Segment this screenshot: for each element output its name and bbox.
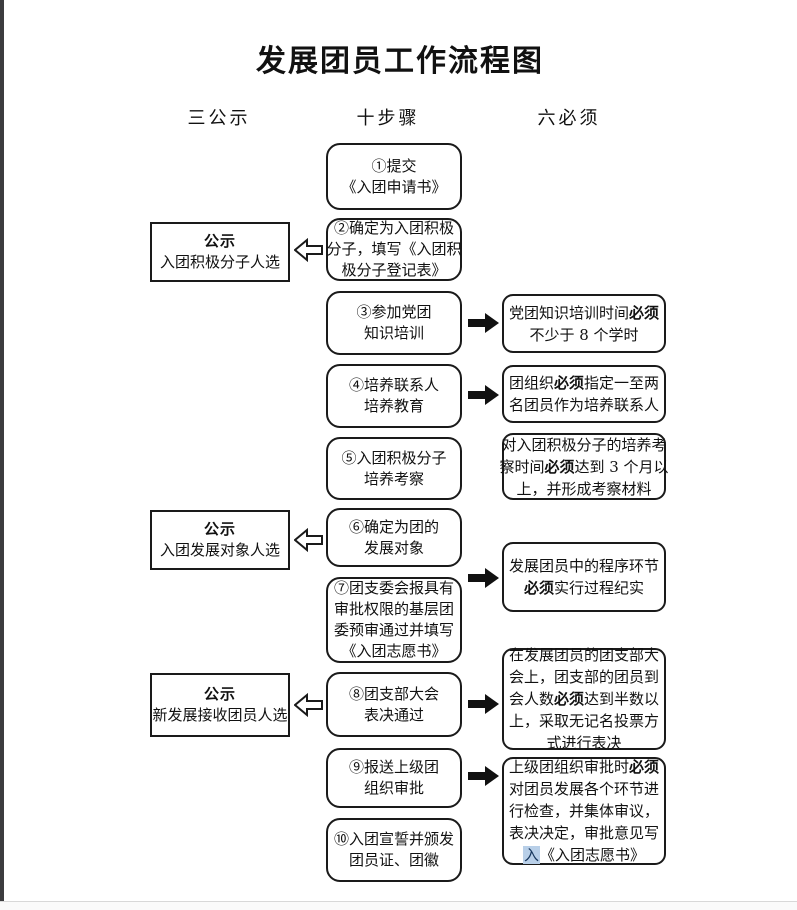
requirement-box-5: 在发展团员的团支部大 会上，团支部的团员到 会人数必须达到半数以 上，采取无记名… (502, 646, 666, 752)
step-text: ②确定为入团积极 分子，填写《入团积 极分子登记表》 (326, 219, 462, 279)
must-keyword: 必须 (544, 457, 575, 476)
announcement-subtitle: 入团发展对象人选 (159, 541, 280, 559)
announcement-title: 公示 (203, 686, 236, 703)
requirement-box-2: 团组织必须指定一至两 名团员作为培养联系人 (502, 365, 666, 423)
requirement-box-6: 上级团组织审批时必须 对团员发展各个环节进 行检查，并集体审议， 表决决定，审批… (502, 757, 666, 865)
step-text: ⑦团支委会报具有 审批权限的基层团 委预审通过并填写 《入团志愿书》 (333, 579, 454, 660)
step-box-10: ⑩入团宣誓并颁发 团员证、团徽 (326, 818, 462, 882)
announcement-box-3: 公示新发展接收团员人选 (150, 673, 290, 737)
solid-arrow-right-icon (468, 384, 499, 406)
step-box-6: ⑥确定为团的 发展对象 (326, 508, 462, 567)
announcement-box-1: 公示入团积极分子人选 (150, 222, 290, 282)
announcement-title: 公示 (203, 521, 236, 538)
column-header-announcements: 三公示 (187, 108, 251, 129)
page-left-edge (0, 0, 4, 902)
page-bottom-divider (0, 901, 797, 902)
step-box-8: ⑧团支部大会 表决通过 (326, 672, 462, 737)
step-box-3: ③参加党团 知识培训 (326, 291, 462, 355)
hollow-arrow-left-icon (294, 238, 323, 262)
step-text: ⑥确定为团的 发展对象 (348, 517, 439, 557)
column-header-requirements: 六必须 (537, 108, 601, 129)
column-header-steps: 十步骤 (356, 108, 420, 129)
must-keyword: 必须 (553, 690, 584, 708)
solid-arrow-right-icon (468, 765, 499, 787)
requirement-box-3: 对入团积极分子的培养考 察时间必须达到 3 个月以 上，并形成考察材料 (499, 433, 669, 500)
announcement-box-2: 公示入团发展对象人选 (150, 510, 290, 570)
step-text: ④培养联系人 培养教育 (348, 376, 439, 415)
page-bottom-edge (0, 902, 797, 910)
must-keyword: 必须 (553, 374, 584, 392)
step-box-2: ②确定为入团积极 分子，填写《入团积 极分子登记表》 (326, 218, 462, 281)
step-box-5: ⑤入团积极分子 培养考察 (326, 437, 462, 500)
step-text: ⑨报送上级团 组织审批 (348, 758, 439, 797)
page-title: 发展团员工作流程图 (256, 44, 544, 79)
announcement-subtitle: 入团积极分子人选 (159, 253, 280, 271)
must-keyword: 必须 (629, 303, 660, 322)
must-keyword: 必须 (629, 758, 660, 776)
step-text: ③参加党团 知识培训 (356, 303, 432, 342)
announcement-title: 公示 (203, 233, 236, 250)
step-box-7: ⑦团支委会报具有 审批权限的基层团 委预审通过并填写 《入团志愿书》 (326, 577, 462, 663)
step-text: ①提交 《入团申请书》 (341, 156, 447, 196)
requirement-box-1: 党团知识培训时间必须 不少于 8 个学时 (502, 294, 666, 353)
step-box-1: ①提交 《入团申请书》 (326, 143, 462, 210)
step-text: ⑤入团积极分子 培养考察 (341, 448, 447, 488)
hollow-arrow-left-icon (294, 528, 323, 552)
must-keyword: 必须 (523, 579, 554, 597)
solid-arrow-right-icon (468, 693, 499, 715)
step-box-9: ⑨报送上级团 组织审批 (326, 748, 462, 808)
step-box-4: ④培养联系人 培养教育 (326, 364, 462, 428)
hollow-arrow-left-icon (294, 693, 323, 717)
highlighted-character: 入 (522, 846, 540, 864)
step-text: ⑩入团宣誓并颁发 团员证、团徽 (333, 830, 454, 869)
step-text: ⑧团支部大会 表决通过 (348, 684, 439, 724)
solid-arrow-right-icon (468, 567, 499, 589)
announcement-subtitle: 新发展接收团员人选 (152, 706, 288, 724)
solid-arrow-right-icon (468, 312, 499, 334)
requirement-box-4: 发展团员中的程序环节 必须实行过程纪实 (502, 542, 666, 612)
